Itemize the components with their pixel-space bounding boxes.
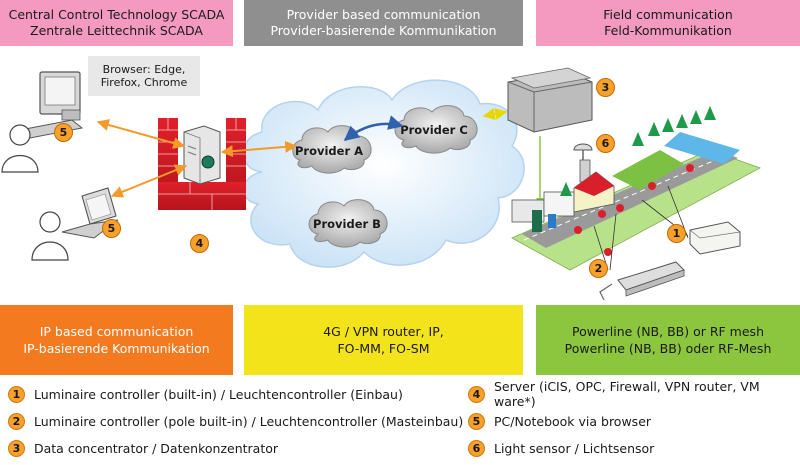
- server-icon: [183, 125, 221, 185]
- notebook-icon: [61, 187, 119, 239]
- provider-c-label: Provider C: [400, 123, 468, 137]
- legend-item-1: 1 Luminaire controller (built-in) / Leuc…: [8, 383, 403, 405]
- browser-note-line2: Firefox, Chrome: [100, 76, 188, 89]
- band-powerline-line2: Powerline (NB, BB) oder RF-Mesh: [564, 341, 772, 356]
- badge-2-controller: 2: [589, 259, 608, 278]
- legend-text-6: Light sensor / Lichtsensor: [494, 440, 655, 456]
- badge-6-light-sensor: 6: [596, 134, 615, 153]
- header-provider-line2: Provider-basierende Kommunikation: [270, 23, 497, 38]
- header-central-control: Central Control Technology SCADA Zentral…: [0, 0, 233, 46]
- band-4g-line2: FO-MM, FO-SM: [337, 341, 430, 356]
- legend-badge-1: 1: [8, 385, 25, 403]
- band-powerline-line1: Powerline (NB, BB) or RF mesh: [572, 324, 764, 339]
- trees: [560, 106, 716, 196]
- arrow-server-provider-a: [220, 140, 298, 158]
- header-central-control-line2: Zentrale Leittechnik SCADA: [30, 23, 203, 38]
- arrow-server-pc: [96, 119, 186, 149]
- badge-3-concentrator: 3: [596, 78, 615, 97]
- network-diagram: Provider A Provider C Provider B: [1, 67, 761, 301]
- band-4g-vpn: 4G / VPN router, IP, FO-MM, FO-SM: [244, 305, 523, 375]
- legend-text-2: Luminaire controller (pole built-in) / L…: [34, 413, 464, 429]
- provider-b-cloud: [308, 199, 388, 248]
- legend-badge-2: 2: [8, 412, 25, 430]
- desktop-pc-icon: [18, 71, 84, 139]
- street-scene: [511, 132, 761, 271]
- header-field-communication: Field communication Feld-Kommunikation: [536, 0, 800, 46]
- arrow-server-notebook: [110, 164, 188, 198]
- header-field-line1: Field communication: [603, 7, 733, 22]
- browser-note: Browser: Edge, Firefox, Chrome: [88, 56, 200, 96]
- badge-4-server: 4: [190, 234, 209, 253]
- luminaire-controller-builtin-icon: [689, 221, 741, 255]
- legend-item-4: 4 Server (iCIS, OPC, Firewall, VPN route…: [468, 379, 800, 409]
- internet-cloud: [242, 79, 525, 268]
- legend-badge-6: 6: [468, 439, 485, 457]
- header-field-line2: Feld-Kommunikation: [604, 23, 732, 38]
- legend-item-2: 2 Luminaire controller (pole built-in) /…: [8, 410, 463, 432]
- legend-text-5: PC/Notebook via browser: [494, 413, 652, 429]
- legend-badge-3: 3: [8, 439, 25, 457]
- data-concentrator-icon: [507, 67, 593, 133]
- header-provider-line1: Provider based communication: [286, 7, 481, 22]
- band-ip-communication: IP based communication IP-basierende Kom…: [0, 305, 233, 375]
- header-central-control-line1: Central Control Technology SCADA: [8, 7, 225, 22]
- band-4g-line1: 4G / VPN router, IP,: [323, 324, 444, 339]
- band-ip-line1: IP based communication: [39, 324, 194, 339]
- legend-badge-5: 5: [468, 412, 485, 430]
- browser-note-line1: Browser: Edge,: [102, 63, 186, 76]
- legend-text-1: Luminaire controller (built-in) / Leucht…: [34, 386, 403, 402]
- luminaire-controller-pole-icon: [599, 261, 685, 301]
- legend-text-4: Server (iCIS, OPC, Firewall, VPN router,…: [494, 379, 760, 409]
- light-sensor-icon: [536, 136, 593, 206]
- legend-item-6: 6 Light sensor / Lichtsensor: [468, 437, 654, 459]
- band-powerline: Powerline (NB, BB) or RF mesh Powerline …: [536, 305, 800, 375]
- legend-badge-4: 4: [468, 385, 485, 403]
- badge-1-controller: 1: [667, 224, 686, 243]
- provider-link-arrow: [343, 115, 404, 141]
- legend-text-3: Data concentrator / Datenkonzentrator: [34, 440, 279, 456]
- person-notebook-icon: [31, 211, 69, 261]
- header-provider-communication: Provider based communication Provider-ba…: [244, 0, 523, 46]
- arrow-provider-c-concentrator: [482, 108, 508, 120]
- pointer-controller-2b: [609, 213, 617, 271]
- provider-b-label: Provider B: [313, 217, 381, 231]
- badge-5-desktop: 5: [54, 123, 73, 142]
- legend-item-5: 5 PC/Notebook via browser: [468, 410, 651, 432]
- person-desktop-icon: [1, 124, 39, 173]
- provider-c-cloud: [394, 105, 478, 154]
- band-ip-line2: IP-basierende Kommunikation: [23, 341, 210, 356]
- legend-item-3: 3 Data concentrator / Datenkonzentrator: [8, 437, 278, 459]
- provider-a-label: Provider A: [295, 144, 363, 158]
- badge-5-notebook: 5: [102, 219, 121, 238]
